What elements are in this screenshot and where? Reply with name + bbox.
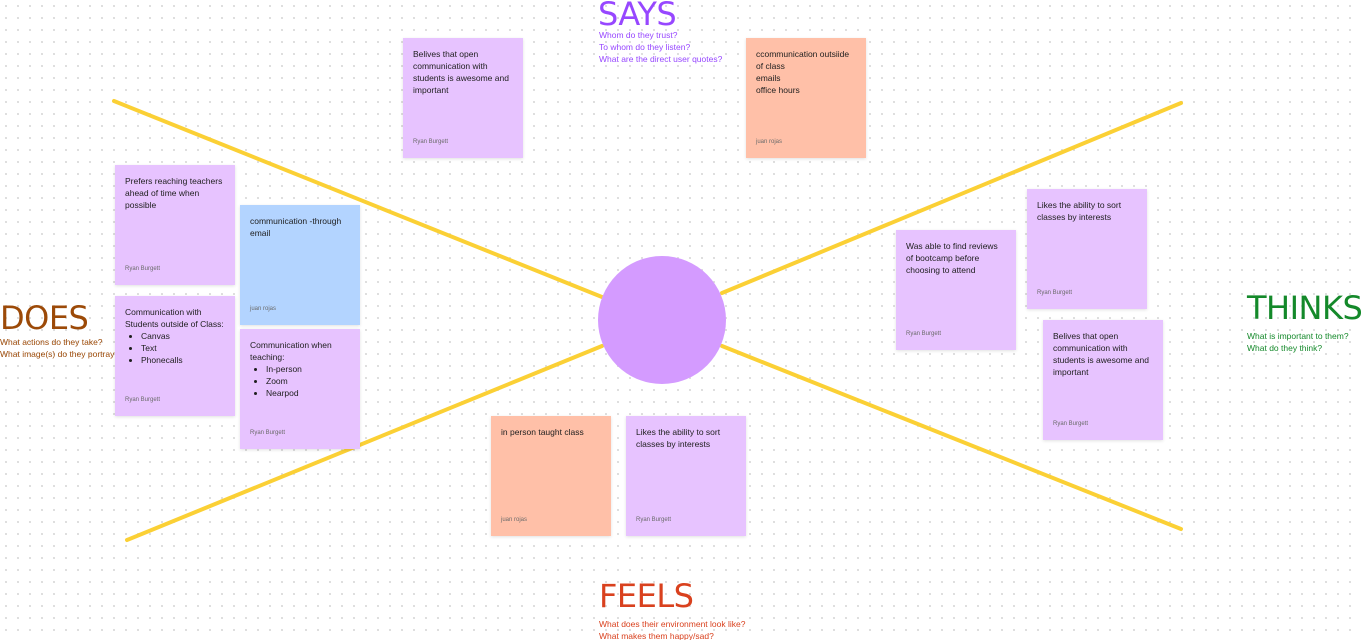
center-persona-circle[interactable] [598,256,726,384]
sticky-note-thinks-2[interactable]: Was able to find reviews of bootcamp bef… [896,230,1016,350]
note-bullet-item: Phonecalls [141,354,225,366]
note-bullet-item: Zoom [266,375,350,387]
sticky-note-does-1[interactable]: Prefers reaching teachers ahead of time … [115,165,235,285]
sticky-note-thinks-1[interactable]: Likes the ability to sort classes by int… [1027,189,1147,309]
says-question-1: Whom do they trust? [599,30,678,40]
axis-line-top-left [112,99,604,299]
note-text-line-3: office hours [756,85,800,95]
thinks-question-1: What is important to them? [1247,331,1349,341]
note-author: Ryan Burgett [906,331,942,337]
sticky-note-does-4[interactable]: Communication when teaching: In-person Z… [240,329,360,449]
feels-title: FEELS [599,577,694,615]
thinks-question-2: What do they think? [1247,343,1323,353]
axis-line-bottom-left [125,344,604,542]
note-text: Belives that open communication with stu… [413,49,509,95]
note-text: Communication with Students outside of C… [125,307,224,329]
note-bullet-item: In-person [266,363,350,375]
does-question-2: What image(s) do they portray? [0,349,120,359]
axis-line-top-right [720,101,1183,295]
note-bullet-item: Canvas [141,330,225,342]
thinks-title: THINKS [1247,289,1361,327]
sticky-note-says-2[interactable]: ccommunication outsiide of class emails … [746,38,866,158]
note-author: juan rojas [756,139,783,145]
note-text: Prefers reaching teachers ahead of time … [125,176,223,210]
sticky-note-does-2[interactable]: communication -through email juan rojas [240,205,360,325]
does-title: DOES [0,299,89,337]
note-author: juan rojas [250,306,277,312]
note-author: Ryan Burgett [636,517,672,523]
note-author: juan rojas [501,517,528,523]
sticky-note-feels-1[interactable]: in person taught class juan rojas [491,416,611,536]
note-text: Belives that open communication with stu… [1053,331,1149,377]
note-text: Communication when teaching: [250,340,332,362]
says-question-2: To whom do they listen? [599,42,691,52]
note-text: Likes the ability to sort classes by int… [1037,200,1122,222]
does-question-1: What actions do they take? [0,337,103,347]
note-bullet-item: Text [141,342,225,354]
sticky-note-says-1[interactable]: Belives that open communication with stu… [403,38,523,158]
note-bullet-item: Nearpod [266,387,350,399]
says-question-3: What are the direct user quotes? [599,54,723,64]
note-text: Likes the ability to sort classes by int… [636,427,721,449]
feels-question-1: What does their environment look like? [599,619,746,629]
note-author: Ryan Burgett [413,139,449,145]
note-text-line-1: ccommunication outsiide of class [756,49,850,71]
note-text: in person taught class [501,427,584,437]
sticky-note-feels-2[interactable]: Likes the ability to sort classes by int… [626,416,746,536]
note-text: Was able to find reviews of bootcamp bef… [906,241,998,275]
note-bullet-list: In-person Zoom Nearpod [250,363,350,399]
note-author: Ryan Burgett [125,266,161,272]
axis-line-bottom-right [720,344,1183,531]
note-author: Ryan Burgett [250,430,286,436]
note-author: Ryan Burgett [1037,290,1073,296]
note-text: communication -through email [250,216,342,238]
says-title: SAYS [598,0,677,33]
feels-question-2: What makes them happy/sad? [599,631,714,640]
note-author: Ryan Burgett [1053,421,1089,427]
note-author: Ryan Burgett [125,397,161,403]
sticky-note-does-3[interactable]: Communication with Students outside of C… [115,296,235,416]
sticky-note-thinks-3[interactable]: Belives that open communication with stu… [1043,320,1163,440]
note-bullet-list: Canvas Text Phonecalls [125,330,225,366]
note-text-line-2: emails [756,73,781,83]
